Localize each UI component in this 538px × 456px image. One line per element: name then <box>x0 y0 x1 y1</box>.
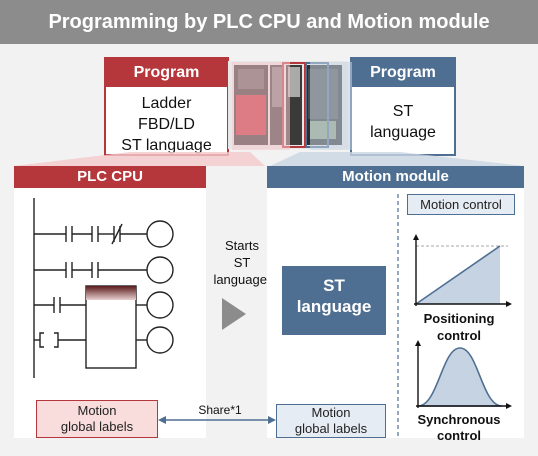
page-title: Programming by PLC CPU and Motion module <box>48 11 490 33</box>
motion-global-labels-box: Motion global labels <box>276 404 386 438</box>
plc-cpu-panel <box>14 188 206 438</box>
ladder-diagram <box>33 198 174 378</box>
share-text: Share*1 <box>198 403 242 417</box>
arrow-text-line: Starts <box>225 238 259 253</box>
left-program-line: Ladder <box>141 95 192 112</box>
left-program-box: Program Ladder FBD/LD ST language <box>104 57 229 156</box>
right-program-line: language <box>370 124 436 141</box>
left-program-line: FBD/LD <box>138 116 195 133</box>
arrow-text-line: language. <box>213 272 271 287</box>
positioning-line: Positioning <box>423 311 495 326</box>
right-program-header: Program <box>352 59 454 87</box>
synchronous-control-label: Synchronous control <box>404 412 514 444</box>
program-connector-fans <box>14 62 524 166</box>
dashed-divider <box>397 194 399 438</box>
plc-global-labels-line: global labels <box>60 419 134 434</box>
plc-global-labels-line: Motion <box>77 403 117 418</box>
synchronous-line: control <box>436 428 482 443</box>
left-program-line: ST language <box>121 137 212 154</box>
positioning-line: control <box>436 328 482 343</box>
right-program-line: ST <box>392 103 414 120</box>
synchronous-line: Synchronous <box>417 412 501 427</box>
st-language-box: ST language <box>282 266 386 335</box>
arrow-text-line: ST <box>233 255 251 270</box>
right-arrow-icon <box>222 298 246 330</box>
motion-global-labels-line: global labels <box>294 421 368 436</box>
st-box-line: language <box>296 297 372 316</box>
positioning-control-label: Positioning control <box>404 310 514 344</box>
left-program-header: Program <box>106 59 227 87</box>
right-program-box: Program ST language <box>350 57 456 156</box>
synchronous-graph <box>415 340 512 409</box>
motion-module-header: Motion module <box>267 166 524 188</box>
motion-control-label: Motion control <box>407 194 515 215</box>
plc-global-labels-box: Motion global labels <box>36 400 158 438</box>
starts-st-language-text: Starts ST language. <box>212 237 272 288</box>
title-bar <box>0 0 538 44</box>
share-double-arrow <box>158 416 276 424</box>
positioning-graph <box>413 234 512 307</box>
motion-global-labels-line: Motion <box>311 405 351 420</box>
plc-cpu-header: PLC CPU <box>14 166 206 188</box>
st-box-line: ST <box>323 276 345 295</box>
